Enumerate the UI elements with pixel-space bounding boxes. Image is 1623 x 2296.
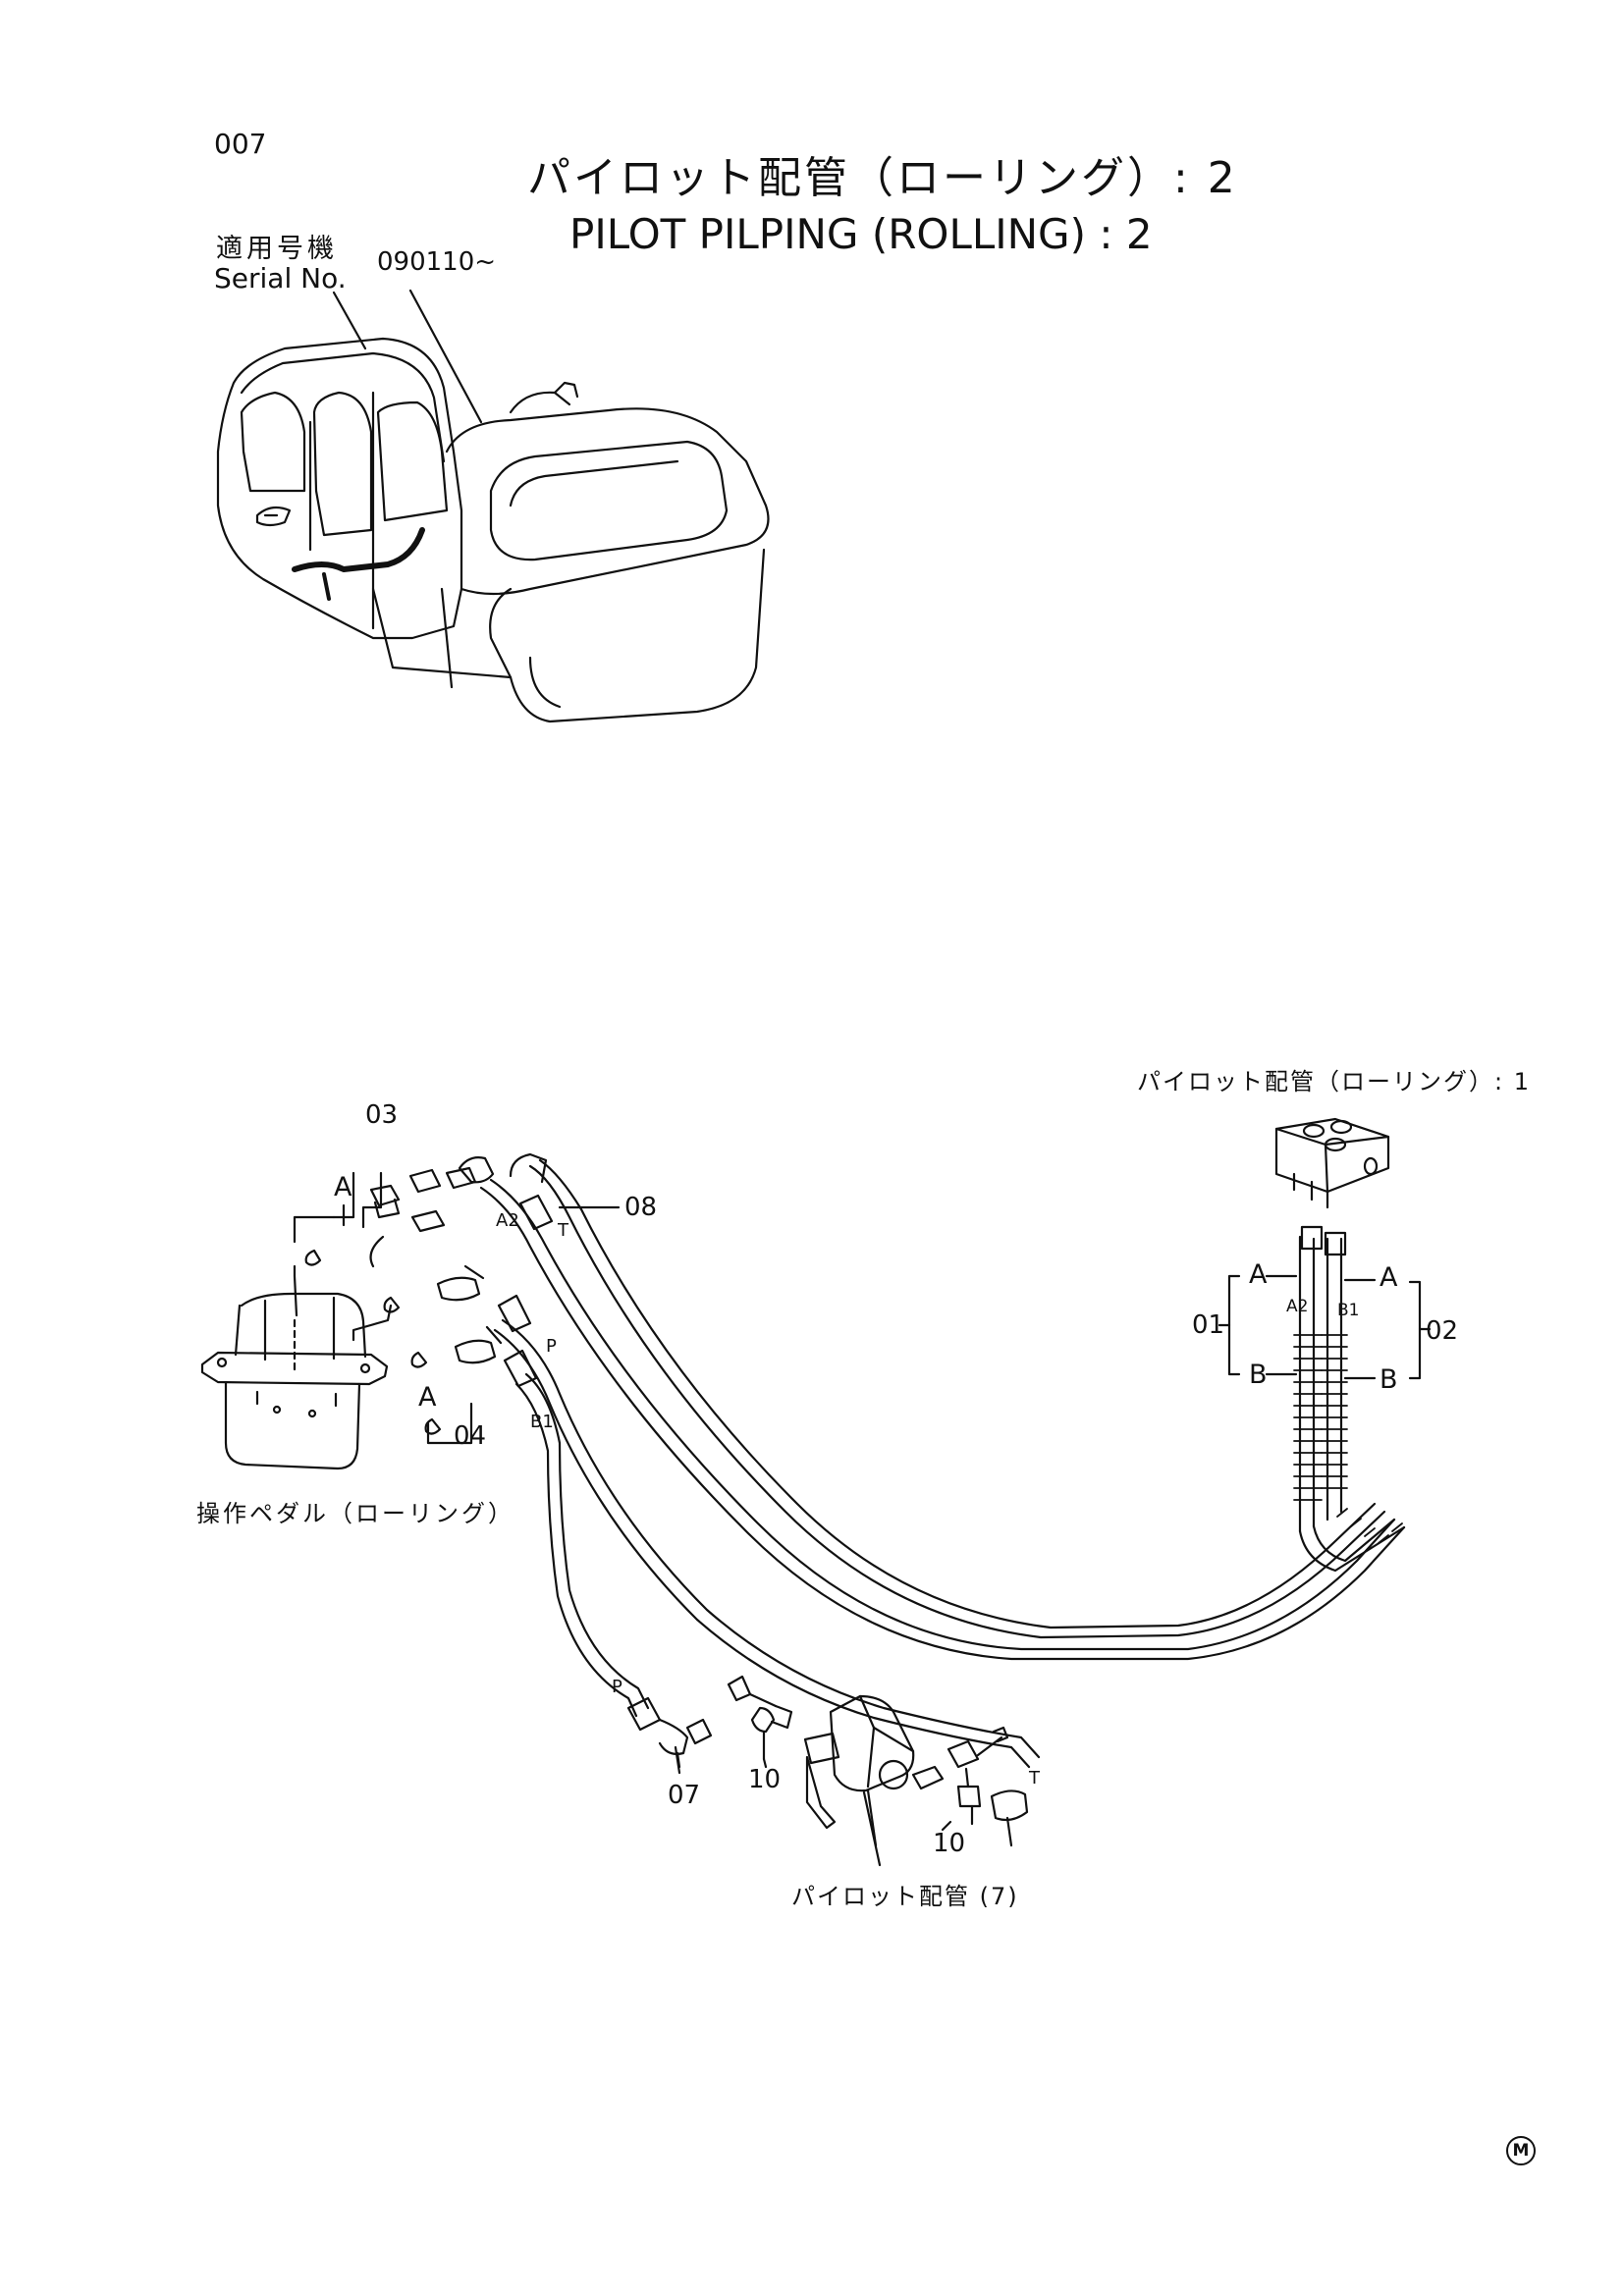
upper-body [445,407,770,596]
part-number-04: 04 [454,1421,487,1451]
cab-base [371,587,513,679]
leader-line [862,1790,882,1867]
footer-m-letter: M [1512,2140,1530,2161]
leader-line [674,1745,681,1775]
serial-value: 090110~ [377,247,497,277]
port-label-b-right-2: B [1380,1364,1398,1395]
operation-pedal [200,1292,389,1470]
fittings-03 [369,1166,477,1233]
engine-hood [489,440,729,561]
fitting-07 [626,1696,713,1769]
port-label-a2-right: A2 [1286,1297,1309,1316]
hose-corrugation [1293,1334,1403,1544]
callout-operation-pedal: 操作ペダル（ローリング） [196,1500,514,1527]
part-number-10b: 10 [933,1829,966,1858]
pedal-port-leaders [293,1171,473,1445]
page-number: 007 [214,128,267,160]
port-label-t-mid: T [558,1220,568,1241]
port-label-b1-mid: B1 [530,1412,554,1432]
callout-pilot-rolling-1: パイロット配管（ローリング）: 1 [1137,1068,1531,1095]
fitting-10b [941,1726,1029,1847]
right-brackets [1217,1274,1432,1380]
serial-label-jp: 適用号機 [216,234,338,264]
port-label-a-right-1: A [1249,1259,1268,1290]
port-label-a-left-upper: A [334,1172,352,1202]
hose-bundle [458,1152,1406,1769]
cab-window [240,391,306,493]
port-label-t-lower: T [1029,1768,1040,1789]
cab-window [376,400,449,522]
excavator-illustration [216,289,770,723]
fittings-04 [436,1264,503,1364]
part-number-02: 02 [1426,1316,1459,1346]
callout-pilot-7: パイロット配管 (7) [791,1883,1019,1910]
port-label-a-left-lower: A [418,1382,437,1413]
part-number-07: 07 [668,1781,701,1810]
port-label-a-right-2: A [1380,1262,1398,1293]
pilot-pipe-overview [292,527,425,572]
serial-label-en: Serial No. [214,262,347,294]
port-label-p-mid: P [546,1336,557,1357]
pilot-block [1274,1117,1390,1256]
filler-cap [553,381,579,399]
leader-line [408,289,483,424]
part-number-10a: 10 [748,1765,782,1794]
part-number-08: 08 [624,1193,658,1222]
cab-window [312,391,373,537]
counterweight [489,548,766,723]
page-title-en: PILOT PILPING (ROLLING) : 2 [569,210,1153,258]
footer-m-mark: M [1506,2136,1536,2165]
fitting-10a [727,1675,793,1761]
part-number-03: 03 [365,1100,399,1130]
port-label-a2-mid: A2 [496,1210,519,1231]
page-title-jp: パイロット配管（ローリング）: 2 [527,153,1238,203]
leader-line [332,291,367,350]
leader-line [762,1757,768,1769]
port-label-p-lower: P [612,1677,622,1697]
port-label-b-right-1: B [1249,1360,1268,1390]
port-label-b1-right: B1 [1337,1301,1360,1320]
pedal-overview [255,506,292,527]
cab-outline [216,337,463,640]
